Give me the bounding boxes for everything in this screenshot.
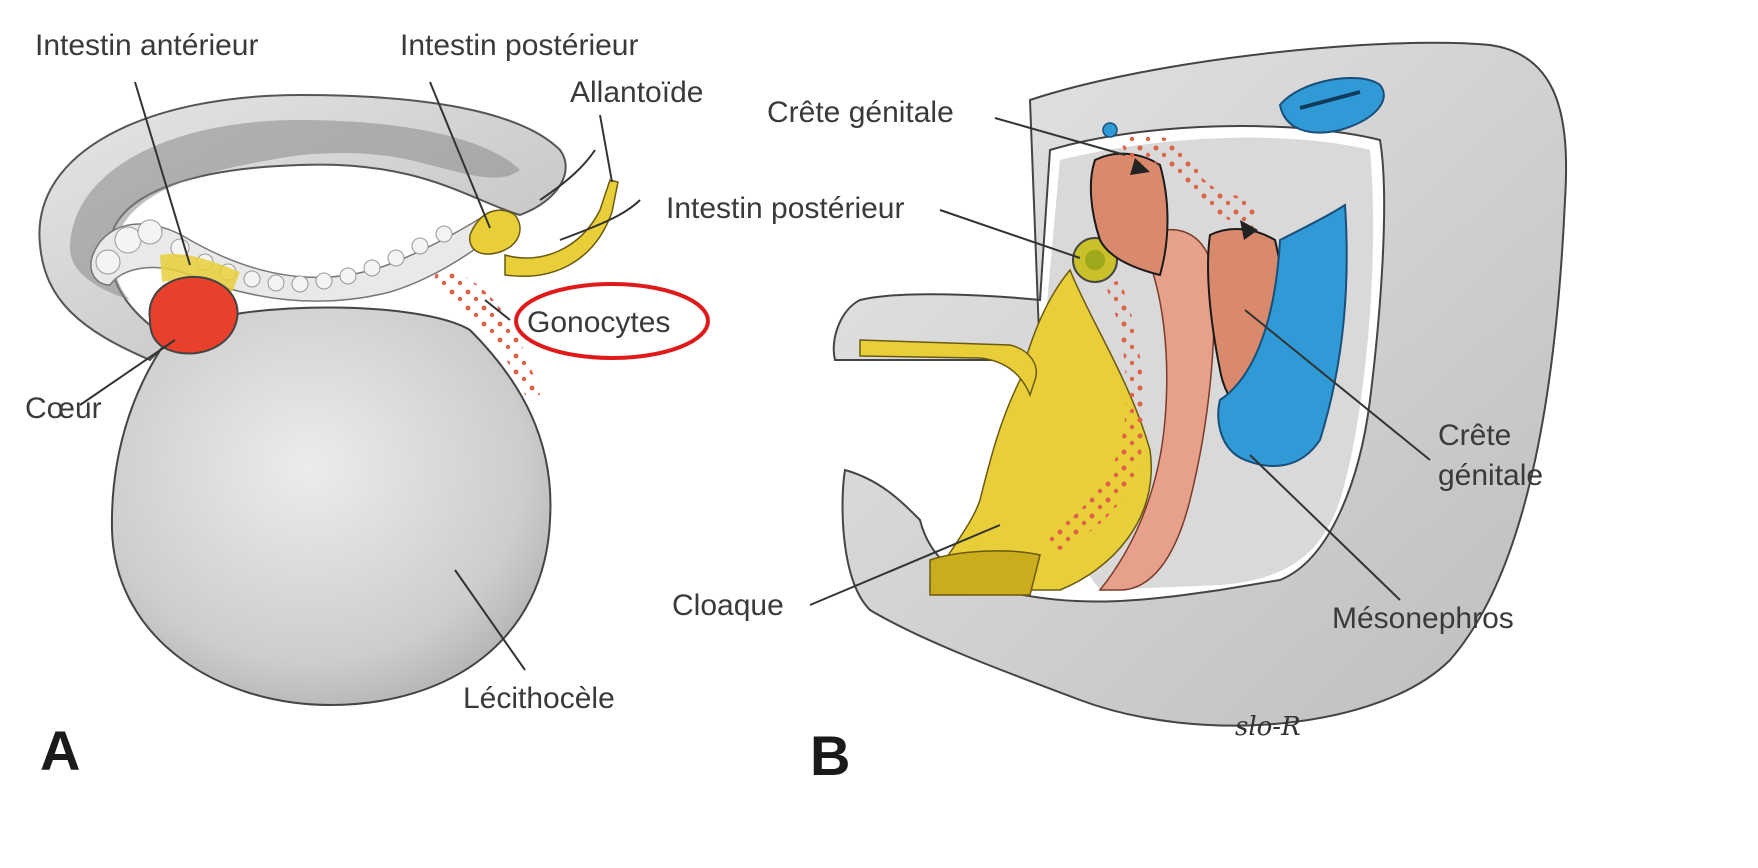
artist-signature: slo-R xyxy=(1235,712,1301,742)
heart xyxy=(149,277,237,354)
label-crete-line2: génitale xyxy=(1438,459,1543,492)
label-gonocytes: Gonocytes xyxy=(527,306,670,339)
label-intestin-posterieur-a: Intestin postérieur xyxy=(400,29,638,62)
panel-letter-a: A xyxy=(40,719,80,782)
hindgut-lumen xyxy=(1085,250,1105,270)
label-crete-line1: Crête xyxy=(1438,419,1511,452)
yolk-sac xyxy=(112,308,551,706)
cloaca xyxy=(930,551,1040,595)
panel-a: Intestin antérieur Intestin postérieur A… xyxy=(25,29,708,782)
label-intestin-anterieur: Intestin antérieur xyxy=(35,29,258,62)
label-coeur: Cœur xyxy=(25,392,102,425)
yolk-stalk xyxy=(860,340,1036,395)
label-allantoide: Allantoïde xyxy=(570,76,703,109)
leader-allantoide xyxy=(600,115,612,182)
hindgut xyxy=(470,210,520,254)
label-mesonephros: Mésonephros xyxy=(1332,602,1514,635)
label-crete-genitale-top: Crête génitale xyxy=(767,96,954,129)
label-cloaque: Cloaque xyxy=(672,589,784,622)
panel-b: Crête génitale Intestin postérieur Crête… xyxy=(666,43,1566,787)
label-intestin-posterieur-b: Intestin postérieur xyxy=(666,192,904,225)
label-lecithocele: Lécithocèle xyxy=(463,682,615,715)
panel-letter-b: B xyxy=(810,724,850,787)
ganglion xyxy=(1103,123,1117,137)
